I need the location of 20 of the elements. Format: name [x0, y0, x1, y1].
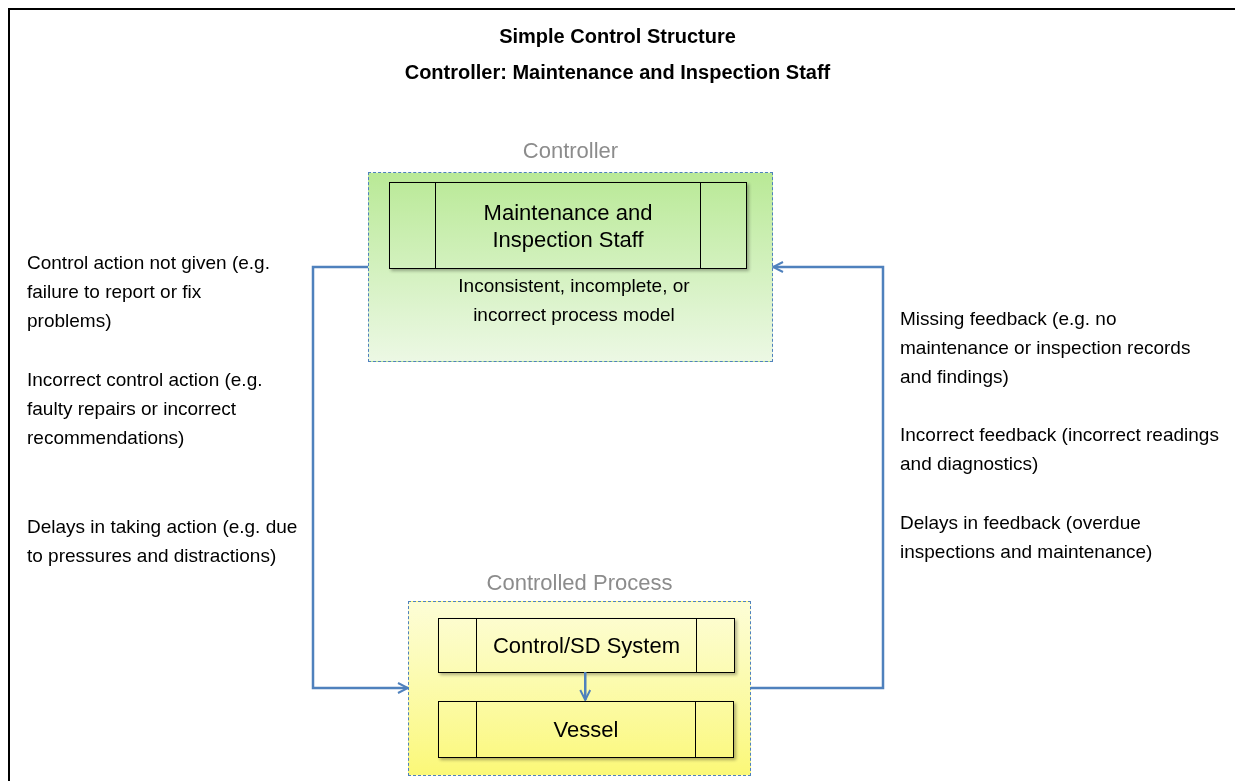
process-label: Vessel: [553, 716, 619, 743]
annotation-text: Control action not given (e.g. failure to report or fix problems): [27, 251, 271, 333]
annotation-text: Incorrect control action (e.g. faulty repairs or incorrect recommendations): [27, 368, 264, 450]
process-box: [438, 618, 735, 673]
arrow: [579, 672, 592, 701]
arrow: [751, 261, 885, 690]
annotation-text: Delays in feedback (overdue inspections and maintenance): [900, 511, 1154, 564]
process-box: [389, 182, 747, 269]
annotation-text: Missing feedback (e.g. no maintenance or inspection records and findings): [900, 307, 1192, 389]
process-label: Maintenance and Inspection Staff: [482, 198, 654, 253]
annotation-text: Incorrect feedback (incorrect readings and diagnostics): [900, 423, 1220, 476]
group-heading: Controlled Process: [485, 569, 674, 597]
process-box: [438, 701, 734, 758]
process-label: Control/SD System: [492, 632, 681, 659]
group-heading: Controller: [521, 137, 620, 165]
annotation-text: Delays in taking action (e.g. due to pressures and distractions): [27, 515, 299, 568]
note-text: Inconsistent, incomplete, or incorrect process model: [457, 274, 691, 327]
subtitle: Controller: Maintenance and Inspection Staff: [403, 60, 832, 85]
arrow: [311, 265, 409, 694]
title: Simple Control Structure: [498, 24, 737, 49]
